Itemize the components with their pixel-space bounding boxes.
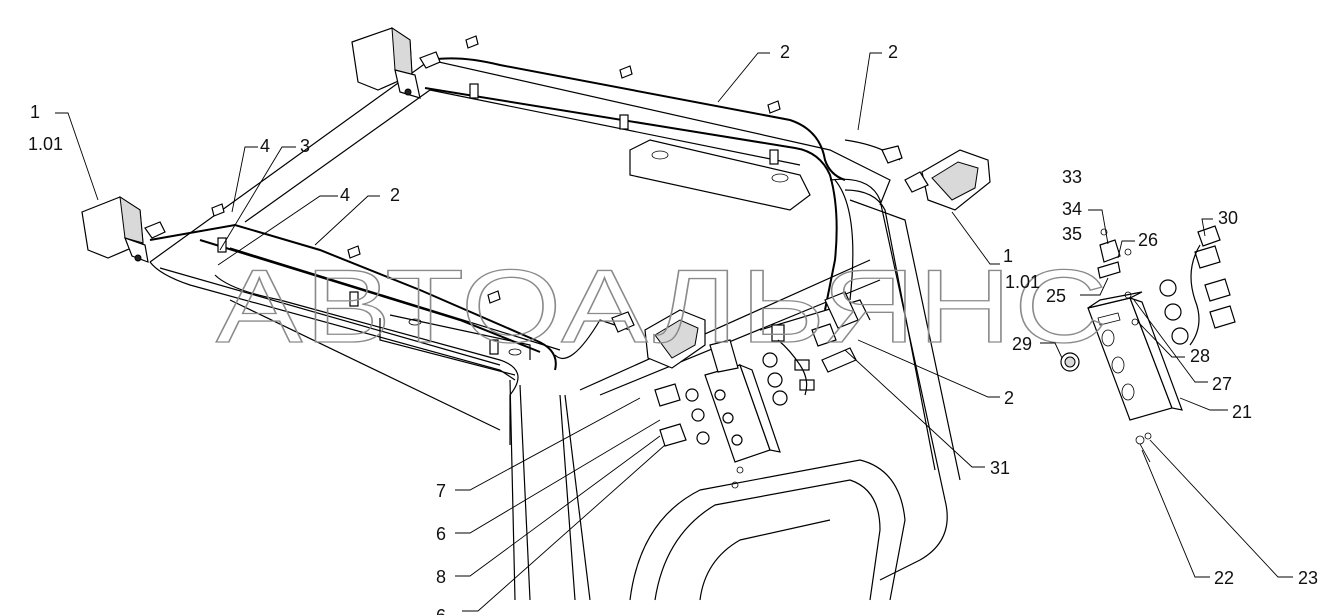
switch-panel (654, 339, 781, 489)
callout-1-01: 1.01 (28, 134, 63, 154)
callout-8: 8 (436, 567, 446, 587)
wiring-harness (149, 57, 901, 371)
callout-31: 31 (990, 458, 1010, 478)
callout-6: 6 (436, 606, 446, 615)
callout-23: 23 (1298, 568, 1318, 588)
callout-6: 6 (436, 524, 446, 544)
callout-4: 4 (340, 185, 350, 205)
work-lamp-right (881, 145, 991, 211)
callout-3: 3 (300, 136, 310, 156)
callout-labels: 1 1.01 4 3 4 2 2 2 1 1.01 33 34 35 26 30… (28, 42, 1318, 615)
work-lamp-left (81, 195, 166, 263)
callout-1: 1 (30, 102, 40, 122)
callout-35: 35 (1062, 224, 1082, 244)
switch-box-right (1060, 225, 1236, 463)
cab-frame (509, 178, 961, 601)
callout-25: 25 (1046, 286, 1066, 306)
connector-cluster (762, 291, 859, 406)
watermark: АВТОАЛЬЯНС (216, 249, 1110, 365)
callout-7: 7 (436, 481, 446, 501)
callout-21: 21 (1232, 402, 1252, 422)
callout-4: 4 (260, 136, 270, 156)
work-lamp-front (611, 309, 706, 369)
callout-33: 33 (1062, 167, 1082, 187)
callout-2: 2 (780, 42, 790, 62)
callout-27: 27 (1212, 374, 1232, 394)
leader-lines (55, 52, 1293, 612)
callout-28: 28 (1190, 346, 1210, 366)
harness-clips (211, 35, 781, 355)
callout-30: 30 (1218, 208, 1238, 228)
callout-2: 2 (1004, 388, 1014, 408)
work-lamp-rear-left (351, 27, 441, 99)
callout-2: 2 (390, 185, 400, 205)
callout-34: 34 (1062, 199, 1082, 219)
cab-roof (149, 59, 891, 445)
callout-1-01: 1.01 (1005, 272, 1040, 292)
callout-26: 26 (1138, 230, 1158, 250)
callout-22: 22 (1214, 568, 1234, 588)
callout-1: 1 (1003, 246, 1013, 266)
callout-29: 29 (1012, 334, 1032, 354)
callout-2: 2 (888, 42, 898, 62)
